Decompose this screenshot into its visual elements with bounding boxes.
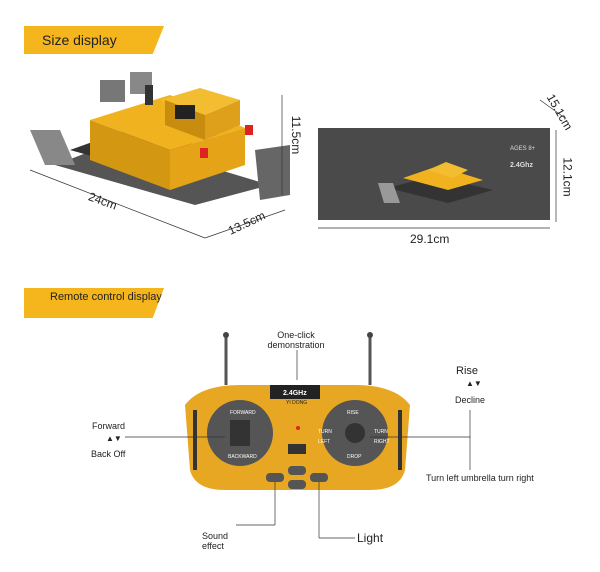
callout-light: Light <box>357 531 384 545</box>
box-age-label: AGES 8+ <box>510 146 536 152</box>
callout-decline: Decline <box>455 395 486 405</box>
dim-box-length: 29.1cm <box>410 232 450 246</box>
callout-sound: Sound effect <box>202 531 229 551</box>
product-box: AGES 8+ 2.4Ghz <box>318 128 550 220</box>
remote-freq-label: 2.4GHz <box>283 390 307 397</box>
remote-rise-label: RISE <box>347 410 359 416</box>
box-bulldozer-image <box>378 162 493 203</box>
remote-turn-right-label: TURN RIGHT <box>374 429 390 445</box>
remote-forward-label: FORWARD <box>230 410 256 416</box>
remote-display-title: Remote control display <box>50 291 162 303</box>
callout-turn: Turn left umbrella turn right <box>426 473 534 483</box>
remote-display-tag: Remote control display <box>24 288 164 318</box>
remote-brand-label: YI DONG <box>286 400 308 406</box>
callout-forward: Forward <box>92 421 126 431</box>
box-freq-label: 2.4Ghz <box>510 162 533 169</box>
updown-arrow-icon: ▲▼ <box>106 434 122 443</box>
remote-drop-label: DROP <box>347 454 362 460</box>
updown-arrow-icon: ▲▼ <box>466 379 482 388</box>
remote-backward-label: BACKWARD <box>228 454 257 460</box>
callout-rise: Rise <box>456 365 479 377</box>
remote-turn-left-label: TURN LEFT <box>318 429 332 445</box>
size-display-title: Size display <box>42 32 117 48</box>
size-display-tag: Size display <box>24 26 164 54</box>
callout-demo: One-click demonstration <box>267 330 325 350</box>
callout-back-off: Back Off <box>91 449 126 459</box>
